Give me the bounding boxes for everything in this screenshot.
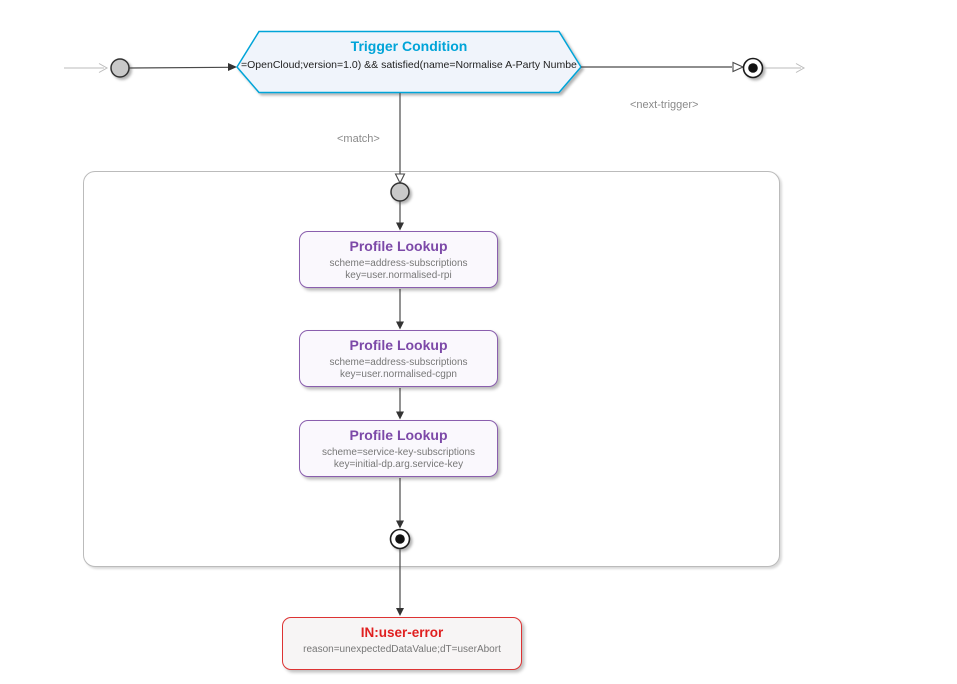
user-error-detail: reason=unexpectedDataValue;dT=userAbort xyxy=(303,644,501,655)
error-arrowhead-icon xyxy=(396,608,404,616)
match-arrowhead-icon xyxy=(394,173,406,185)
profile-lookup-3-scheme: scheme=service-key-subscriptions xyxy=(321,447,476,458)
profile-lookup-3-key: key=initial-dp.arg.service-key xyxy=(333,458,464,470)
incoming-arrowhead-icon xyxy=(98,63,109,73)
final-arrowhead-icon xyxy=(732,61,745,73)
initial-state-icon xyxy=(110,58,130,78)
inner-initial-state-icon xyxy=(390,182,410,202)
profile-lookup-2-scheme: scheme=address-subscriptions xyxy=(329,357,468,368)
trigger-condition-expression: =OpenCloud;version=1.0) && satisfied(nam… xyxy=(241,59,577,71)
user-error-title: IN:user-error xyxy=(360,625,444,640)
profile-lookup-node-1: Profile Lookup scheme=address-subscripti… xyxy=(299,231,498,288)
profile-lookup-2-key: key=user.normalised-cgpn xyxy=(339,368,457,380)
trigger-arrowhead-icon xyxy=(228,63,237,71)
lookup3-arrowhead-icon xyxy=(396,411,404,420)
lookup2-arrowhead-icon xyxy=(396,321,404,330)
inner-final-arrowhead-icon xyxy=(396,520,404,529)
lookup1-arrowhead-icon xyxy=(396,222,404,231)
inner-final-state-dot-icon xyxy=(395,534,405,544)
outgoing-arrowhead-icon xyxy=(795,63,806,73)
final-state-dot-icon xyxy=(748,63,758,73)
profile-lookup-1-title: Profile Lookup xyxy=(349,238,448,254)
profile-lookup-3-title: Profile Lookup xyxy=(349,427,448,443)
trigger-condition-title: Trigger Condition xyxy=(350,38,468,54)
start-to-trigger-line xyxy=(129,66,229,69)
user-error-node: IN:user-error reason=unexpectedDataValue… xyxy=(282,617,522,670)
edge-label-next-trigger: <next-trigger> xyxy=(630,99,699,111)
profile-lookup-2-title: Profile Lookup xyxy=(349,337,448,353)
edge-label-match: <match> xyxy=(337,133,380,145)
profile-lookup-node-2: Profile Lookup scheme=address-subscripti… xyxy=(299,330,498,387)
profile-lookup-1-scheme: scheme=address-subscriptions xyxy=(329,258,468,269)
profile-lookup-node-3: Profile Lookup scheme=service-key-subscr… xyxy=(299,420,498,477)
profile-lookup-1-key: key=user.normalised-rpi xyxy=(345,269,452,281)
